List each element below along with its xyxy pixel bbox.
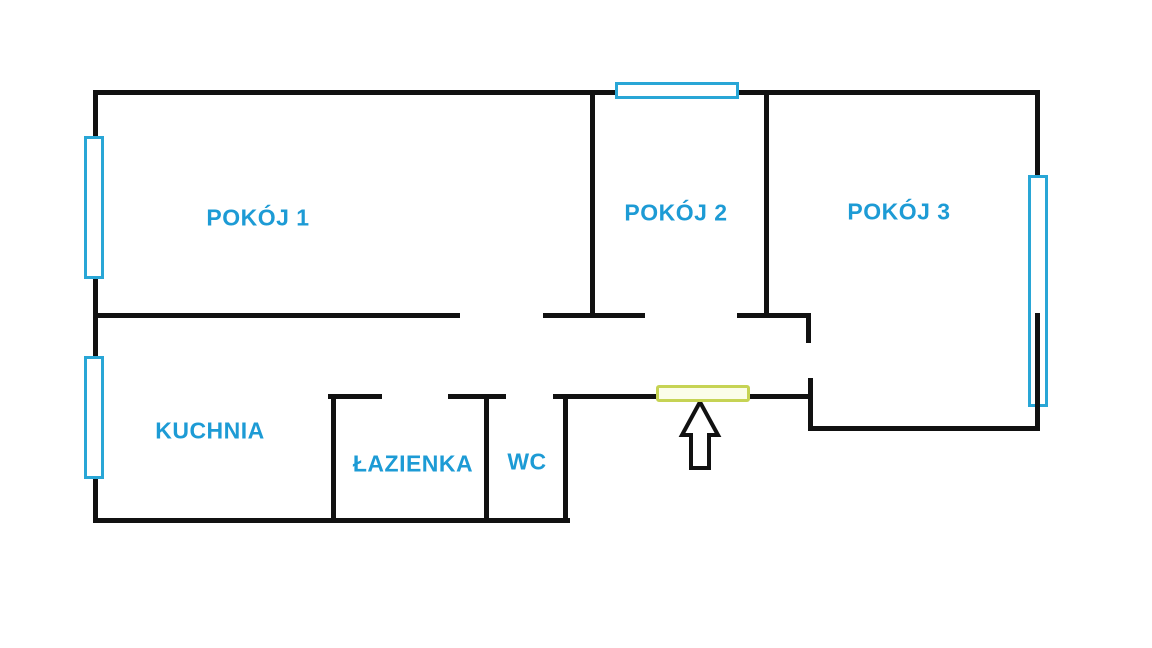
wall-hall-bottom-west: [553, 394, 659, 399]
wall-pokoj3-bottom: [810, 426, 1040, 431]
entrance-door-symbol: [656, 385, 750, 402]
room-label-lazienka: ŁAZIENKA: [352, 450, 474, 477]
wall-wc-hall: [563, 394, 568, 523]
wall-exterior-top: [93, 90, 1040, 95]
room-label-wc: WC: [507, 448, 547, 475]
wall-hall-top-east: [737, 313, 810, 318]
wall-pokoj3-door-jamb-upper: [806, 313, 811, 343]
wall-pokoj3-door-jamb-lower: [808, 378, 813, 431]
room-label-pokoj1: POKÓJ 1: [206, 204, 310, 231]
wall-exterior-right-over-window: [1035, 313, 1040, 431]
wall-hall-top-west: [543, 313, 645, 318]
room-label-pokoj3: POKÓJ 3: [847, 198, 951, 225]
wall-lazienka-wc: [484, 394, 489, 523]
room-label-kuchnia: KUCHNIA: [155, 417, 265, 444]
wall-kuchnia-lazienka: [331, 394, 336, 523]
window-symbol-pokoj2: [615, 82, 739, 99]
window-symbol-kuchnia: [84, 356, 104, 479]
wall-exterior-left: [93, 90, 98, 523]
wall-lazienka-top: [328, 394, 382, 399]
wall-hall-bottom-east: [748, 394, 813, 399]
wall-lazienka-wc-top: [448, 394, 506, 399]
room-label-pokoj2: POKÓJ 2: [624, 199, 728, 226]
wall-pokoj2-pokoj3: [764, 90, 769, 318]
window-symbol-pokoj1: [84, 136, 104, 279]
entrance-arrow-icon: [678, 397, 722, 470]
wall-pokoj1-pokoj2: [590, 90, 595, 318]
wall-pokoj1-kuchnia: [93, 313, 460, 318]
